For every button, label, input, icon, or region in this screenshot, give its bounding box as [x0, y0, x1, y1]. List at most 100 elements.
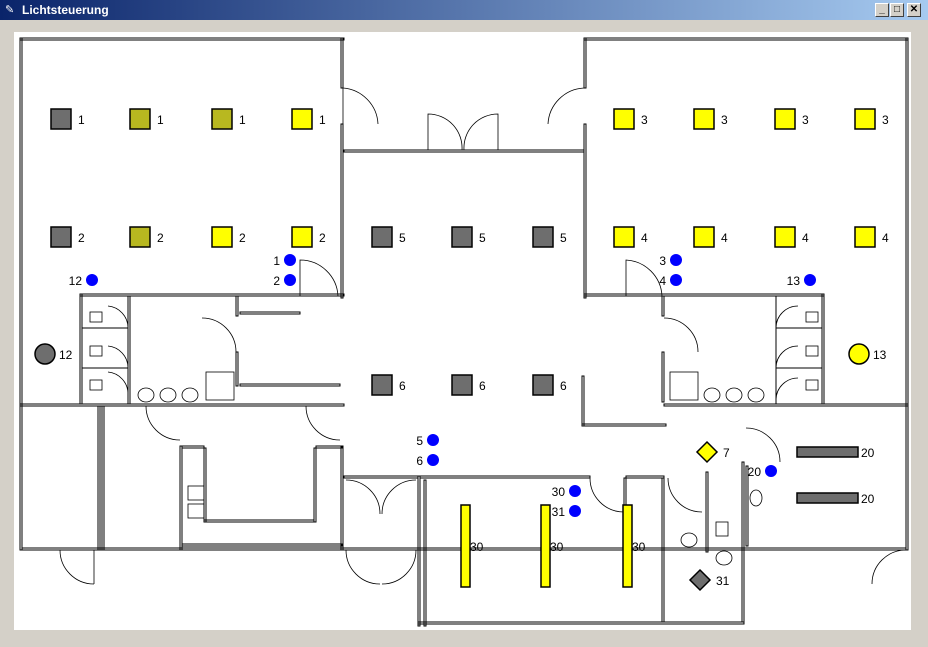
ceiling-lamp[interactable]: 6	[371, 374, 406, 396]
lamp-square[interactable]	[613, 108, 635, 130]
light-switch[interactable]: 5	[416, 434, 439, 448]
tube-lamp[interactable]: 20	[796, 492, 875, 506]
tube-lamp[interactable]: 30	[460, 504, 484, 588]
diamond-lamp[interactable]: 31	[688, 568, 730, 592]
lamp-label: 6	[560, 379, 567, 393]
ceiling-lamp[interactable]: 5	[532, 226, 567, 248]
switch-dot[interactable]	[427, 454, 439, 466]
lamp-square[interactable]	[211, 108, 233, 130]
switch-dot[interactable]	[284, 274, 296, 286]
light-switch[interactable]: 30	[552, 485, 581, 499]
ceiling-lamp[interactable]: 3	[854, 108, 889, 130]
lamp-square[interactable]	[371, 374, 393, 396]
round-lamp[interactable]: 13	[848, 343, 887, 365]
maximize-button[interactable]: □	[890, 3, 904, 17]
ceiling-lamp[interactable]: 4	[613, 226, 648, 248]
ceiling-lamp[interactable]: 1	[211, 108, 246, 130]
switch-dot[interactable]	[670, 274, 682, 286]
feather-icon: ✎	[5, 4, 15, 16]
light-switch[interactable]: 3	[659, 254, 682, 268]
minimize-button[interactable]: _	[875, 3, 889, 17]
lamp-square[interactable]	[693, 226, 715, 248]
ceiling-lamp[interactable]: 3	[693, 108, 728, 130]
ceiling-lamp[interactable]: 6	[532, 374, 567, 396]
ceiling-lamp[interactable]: 2	[211, 226, 246, 248]
lamp-square[interactable]	[50, 226, 72, 248]
lamp-square[interactable]	[693, 108, 715, 130]
lamp-tube[interactable]	[622, 504, 633, 588]
lamp-tube[interactable]	[460, 504, 471, 588]
switch-dot[interactable]	[765, 465, 777, 477]
lamp-label: 3	[641, 113, 648, 127]
switch-dot[interactable]	[284, 254, 296, 266]
light-switch[interactable]: 6	[416, 454, 439, 468]
light-switch[interactable]: 31	[552, 505, 581, 519]
tube-lamp[interactable]: 30	[540, 504, 564, 588]
switch-dot[interactable]	[569, 505, 581, 517]
tube-lamp[interactable]: 30	[622, 504, 646, 588]
lamp-square[interactable]	[451, 226, 473, 248]
lamp-square[interactable]	[774, 226, 796, 248]
switch-dot[interactable]	[670, 254, 682, 266]
lamp-square[interactable]	[371, 226, 393, 248]
lamp-tube[interactable]	[796, 492, 859, 504]
ceiling-lamp[interactable]: 4	[774, 226, 809, 248]
lamp-circle[interactable]	[34, 343, 56, 365]
lamp-square[interactable]	[211, 226, 233, 248]
ceiling-lamp[interactable]: 5	[371, 226, 406, 248]
ceiling-lamp[interactable]: 2	[50, 226, 85, 248]
lamp-square[interactable]	[854, 226, 876, 248]
close-icon: ✕	[909, 4, 919, 15]
ceiling-lamp[interactable]: 4	[854, 226, 889, 248]
light-switch[interactable]: 20	[748, 465, 777, 479]
lamp-square[interactable]	[129, 226, 151, 248]
lamp-square[interactable]	[774, 108, 796, 130]
lamp-label: 3	[802, 113, 809, 127]
switch-dot[interactable]	[86, 274, 98, 286]
light-switch[interactable]: 13	[787, 274, 816, 288]
light-switch[interactable]: 1	[273, 254, 296, 268]
lamp-square[interactable]	[532, 374, 554, 396]
ceiling-lamp[interactable]: 6	[451, 374, 486, 396]
ceiling-lamp[interactable]: 3	[613, 108, 648, 130]
switch-label: 3	[659, 254, 666, 268]
lamp-square[interactable]	[291, 226, 313, 248]
lamp-diamond[interactable]	[688, 568, 712, 592]
ceiling-lamp[interactable]: 1	[291, 108, 326, 130]
light-switch[interactable]: 2	[273, 274, 296, 288]
lamp-tube[interactable]	[540, 504, 551, 588]
light-switch[interactable]: 12	[69, 274, 98, 288]
lamp-square[interactable]	[291, 108, 313, 130]
ceiling-lamp[interactable]: 2	[129, 226, 164, 248]
lamp-square[interactable]	[854, 108, 876, 130]
lamp-square[interactable]	[50, 108, 72, 130]
lamp-label: 4	[802, 231, 809, 245]
lamp-tube[interactable]	[796, 446, 859, 458]
lamp-circle[interactable]	[848, 343, 870, 365]
ceiling-lamp[interactable]: 5	[451, 226, 486, 248]
ceiling-lamp[interactable]: 1	[50, 108, 85, 130]
lamp-square[interactable]	[451, 374, 473, 396]
ceiling-lamp[interactable]: 3	[774, 108, 809, 130]
ceiling-lamp[interactable]: 1	[129, 108, 164, 130]
title-bar: ✎ Lichtsteuerung _ □ ✕	[0, 0, 928, 20]
ceiling-lamp[interactable]: 4	[693, 226, 728, 248]
close-button[interactable]: ✕	[907, 3, 921, 17]
diamond-lamp[interactable]: 7	[695, 440, 730, 464]
lamp-square[interactable]	[532, 226, 554, 248]
lamp-label: 1	[239, 113, 246, 127]
lamp-diamond[interactable]	[695, 440, 719, 464]
lamp-label: 6	[399, 379, 406, 393]
switch-dot[interactable]	[427, 434, 439, 446]
lamp-square[interactable]	[129, 108, 151, 130]
switch-dot[interactable]	[569, 485, 581, 497]
round-lamp[interactable]: 12	[34, 343, 73, 365]
ceiling-lamp[interactable]: 2	[291, 226, 326, 248]
tube-lamp[interactable]: 20	[796, 446, 875, 460]
switch-dot[interactable]	[804, 274, 816, 286]
lamp-label: 30	[550, 540, 564, 554]
lamp-square[interactable]	[613, 226, 635, 248]
light-switch[interactable]: 4	[659, 274, 682, 288]
lamp-label: 31	[716, 574, 730, 588]
